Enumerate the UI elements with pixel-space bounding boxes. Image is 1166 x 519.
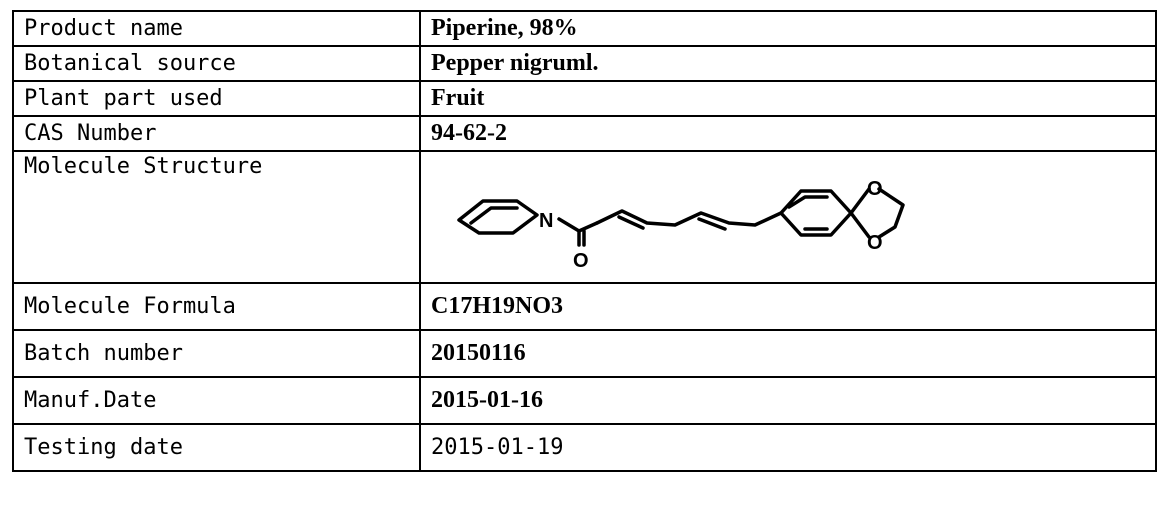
row-value: Pepper nigruml. bbox=[419, 45, 1157, 82]
atom-oxygen-ring-bottom: O bbox=[867, 232, 883, 254]
row-value: C17H19NO3 bbox=[419, 282, 1157, 331]
atom-oxygen-carbonyl: O bbox=[573, 250, 589, 272]
row-value: 20150116 bbox=[419, 329, 1157, 378]
row-label: Molecule Formula bbox=[12, 282, 421, 331]
table-row: CAS Number 94-62-2 bbox=[12, 115, 1157, 152]
row-label: Manuf.Date bbox=[12, 376, 421, 425]
row-label: Molecule Structure bbox=[12, 150, 421, 284]
table-row: Molecule Structure bbox=[12, 150, 1157, 284]
table-row: Molecule Formula C17H19NO3 bbox=[12, 282, 1157, 331]
row-value: 2015-01-16 bbox=[419, 376, 1157, 425]
atom-nitrogen: N bbox=[539, 210, 553, 232]
row-label: CAS Number bbox=[12, 115, 421, 152]
row-label: Product name bbox=[12, 10, 421, 47]
product-spec-table: Product name Piperine, 98% Botanical sou… bbox=[12, 10, 1157, 472]
table-row: Plant part used Fruit bbox=[12, 80, 1157, 117]
row-value: 2015-01-19 bbox=[419, 423, 1157, 472]
table-row: Manuf.Date 2015-01-16 bbox=[12, 376, 1157, 425]
row-label: Plant part used bbox=[12, 80, 421, 117]
row-value: 94-62-2 bbox=[419, 115, 1157, 152]
molecule-structure-cell: N O O O bbox=[419, 150, 1157, 284]
table-row: Product name Piperine, 98% bbox=[12, 10, 1157, 47]
row-label: Botanical source bbox=[12, 45, 421, 82]
row-label: Batch number bbox=[12, 329, 421, 378]
table-row: Botanical source Pepper nigruml. bbox=[12, 45, 1157, 82]
molecule-structure-drawing: N O O O bbox=[457, 178, 905, 272]
row-value: Piperine, 98% bbox=[419, 10, 1157, 47]
table-row: Batch number 20150116 bbox=[12, 329, 1157, 378]
atom-oxygen-ring-top: O bbox=[867, 178, 883, 200]
row-value: Fruit bbox=[419, 80, 1157, 117]
table-row: Testing date 2015-01-19 bbox=[12, 423, 1157, 472]
row-label: Testing date bbox=[12, 423, 421, 472]
